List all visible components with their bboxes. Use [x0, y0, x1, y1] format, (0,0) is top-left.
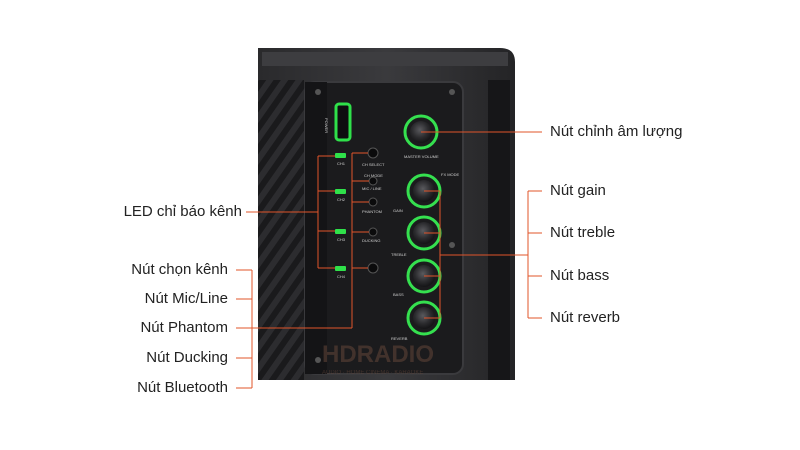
watermark-brand: HDRADIO — [322, 341, 434, 368]
callout-gain: Nút gain — [550, 182, 606, 199]
label-master-volume: MASTER VOLUME — [404, 154, 439, 159]
callout-channel-select: Nút chọn kênh — [131, 261, 228, 278]
panel-side-strip — [305, 82, 327, 374]
callout-phantom: Nút Phantom — [140, 319, 228, 336]
callout-treble: Nút treble — [550, 224, 616, 241]
top-edge — [262, 52, 508, 66]
power-switch — [334, 102, 352, 142]
label-ducking: DUCKING — [362, 238, 380, 243]
callout-bluetooth: Nút Bluetooth — [137, 379, 228, 396]
label-gain: GAIN — [393, 208, 403, 213]
side-grille — [258, 80, 304, 380]
callout-reverb: Nút reverb — [550, 309, 621, 326]
label-ch4: CH4 — [337, 274, 346, 279]
ch-select-button — [367, 147, 379, 159]
label-mic-line: MIC / LINE — [362, 186, 382, 191]
callout-master-volume: Nút chỉnh âm lượng — [550, 123, 683, 140]
label-ch2: CH2 — [337, 197, 346, 202]
label-bass: BASS — [393, 292, 404, 297]
screw — [449, 89, 455, 95]
label-reverb: REVERB — [391, 336, 408, 341]
led-ch2 — [335, 189, 346, 194]
screw — [315, 89, 321, 95]
callout-led: LED chỉ báo kênh — [123, 203, 242, 220]
right-leaders — [421, 131, 542, 319]
label-ch-mode: CH MODE — [364, 173, 383, 178]
screw — [449, 242, 455, 248]
label-ch-select: CH SELECT — [362, 162, 385, 167]
left-leaders — [236, 152, 369, 389]
label-treble: TREBLE — [391, 252, 407, 257]
screw — [315, 357, 321, 363]
side-vent — [488, 80, 510, 380]
callout-bass: Nút bass — [550, 267, 610, 284]
phantom-button — [368, 197, 378, 207]
bluetooth-button — [367, 262, 379, 274]
callout-mic-line: Nút Mic/Line — [144, 290, 228, 307]
power-label: POWER — [324, 118, 329, 133]
label-ch1: CH1 — [337, 161, 346, 166]
label-phantom: PHANTOM — [362, 209, 382, 214]
watermark-tagline: AUDIO · HOME CINEMA · KARAOKE — [322, 370, 423, 376]
label-fx-mode: FX MODE — [441, 172, 460, 177]
led-ch1 — [335, 153, 346, 158]
mic-line-button — [368, 176, 378, 186]
led-ch3 — [335, 229, 346, 234]
ducking-button — [368, 227, 378, 237]
led-ch4 — [335, 266, 346, 271]
callout-ducking: Nút Ducking — [146, 349, 228, 366]
label-ch3: CH3 — [337, 237, 346, 242]
